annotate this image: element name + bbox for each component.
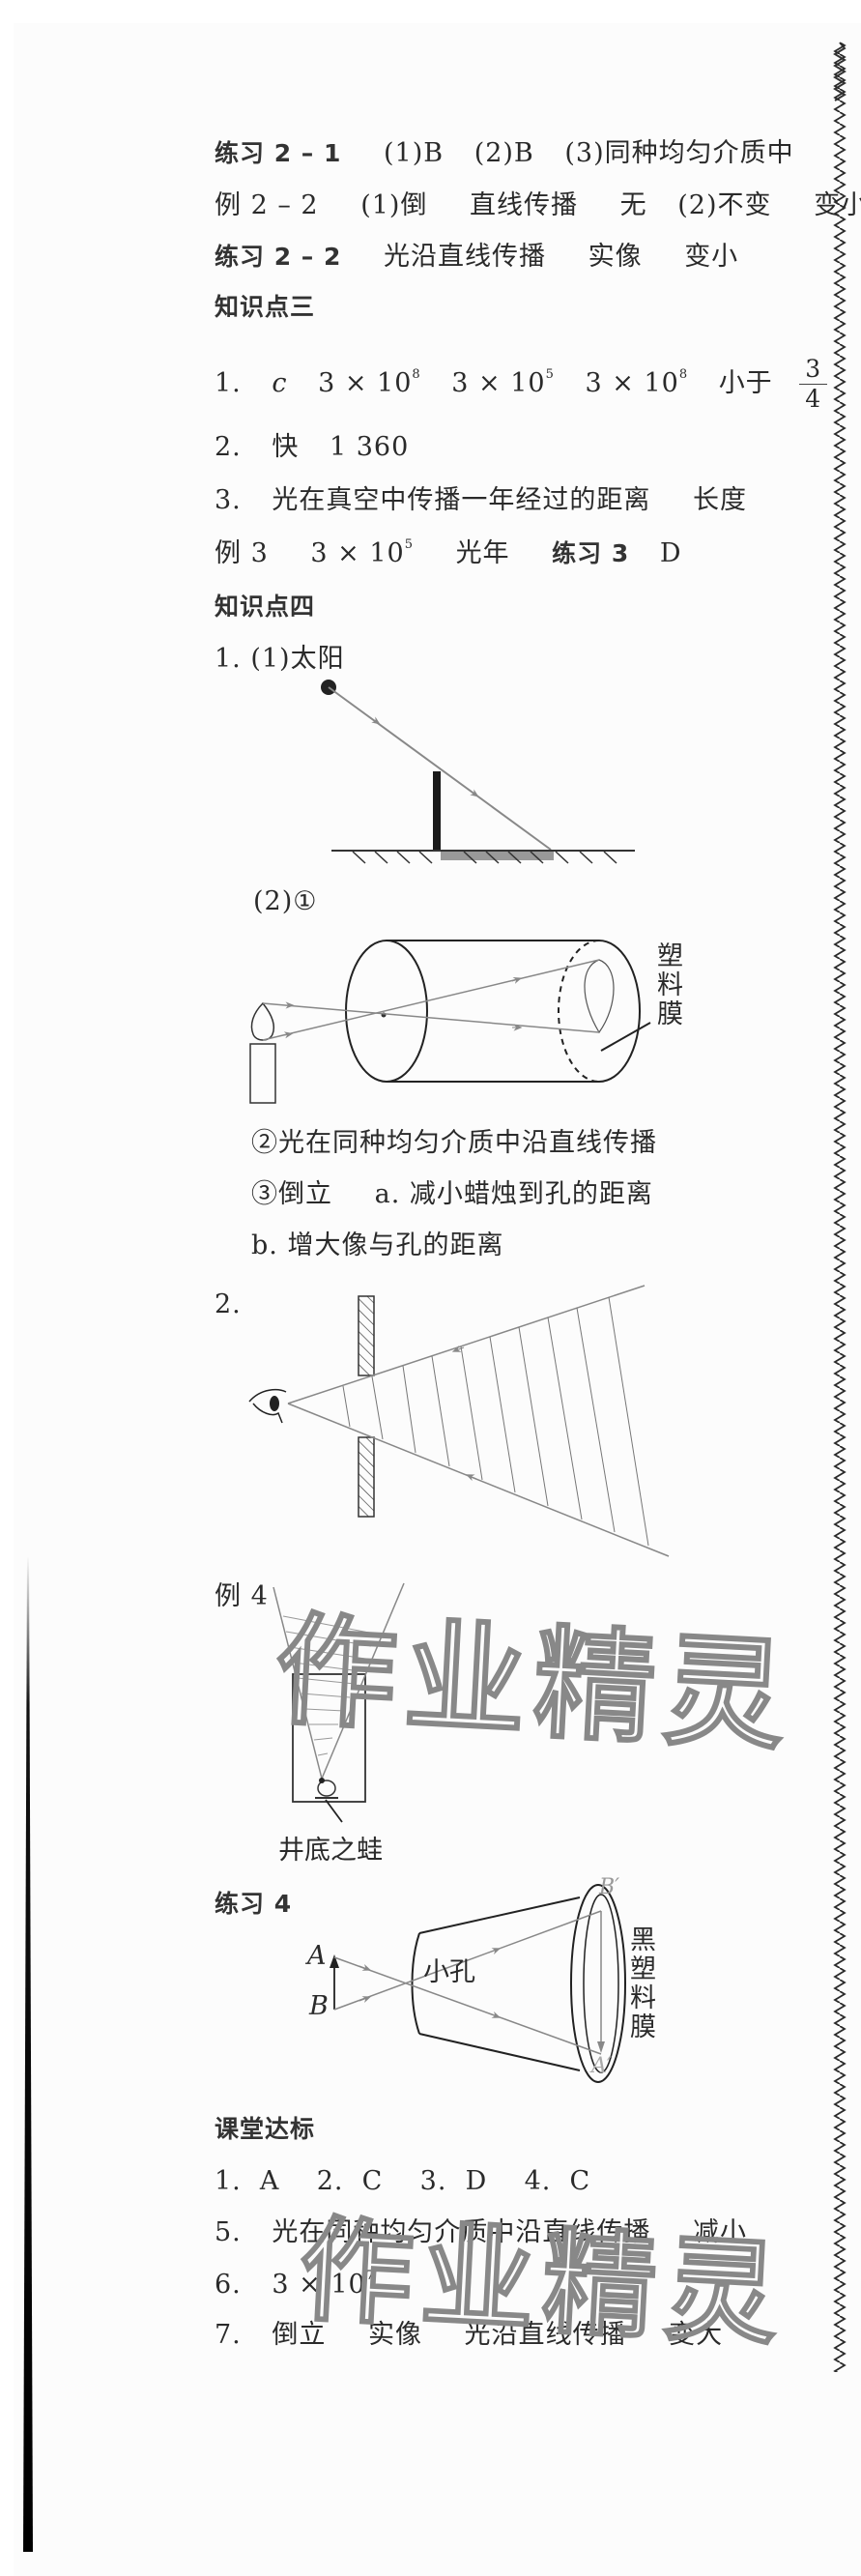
- kp4-item-1-2-label: (2)①: [253, 886, 318, 916]
- section-heading-kp3: 知识点三: [215, 293, 316, 321]
- watermark: 作业精灵: [295, 2202, 790, 2362]
- value: 3 × 10: [318, 368, 413, 398]
- answer-part: 1 360: [329, 432, 410, 462]
- answer-part: (1)B: [384, 138, 445, 168]
- answer-part: 光在真空中传播一年经过的距离: [272, 485, 651, 515]
- item-number: 3.: [215, 485, 242, 515]
- frog-label: 井底之蛙: [278, 1836, 383, 1866]
- kp3-item-2: 2. 快 1 360: [215, 428, 409, 467]
- answer-part: D: [659, 538, 682, 568]
- answer-part: 无: [619, 190, 647, 220]
- answer-part: 变小: [814, 190, 861, 220]
- answer-part: 变小: [684, 242, 739, 272]
- point-B-prime-label: B′: [599, 1875, 620, 1899]
- answer-part: (3)同种均匀介质中: [564, 138, 794, 168]
- pinhole-label: 小孔: [423, 1957, 475, 1987]
- unit: 光年: [455, 538, 510, 568]
- plastic-film-label: 塑 料 膜: [657, 941, 683, 1029]
- exponent: 5: [404, 537, 414, 552]
- classroom-item-1-4: 1. A 2. C 3. D 4. C: [215, 2166, 591, 2196]
- answer-text: 小于: [718, 368, 773, 398]
- value: 3 × 10: [310, 538, 405, 568]
- kp4-item-1-2-c: ③倒立 a. 减小蜡烛到孔的距离: [251, 1179, 653, 1209]
- value: 3 × 10: [451, 368, 546, 398]
- exponent: 5: [545, 367, 555, 382]
- point-B-label: B: [309, 1991, 329, 2021]
- exponent: 8: [412, 367, 421, 382]
- kp4-item-2-label: 2.: [215, 1289, 242, 1319]
- example-4-label: 例 4: [215, 1581, 269, 1611]
- perforation-edge: [833, 42, 847, 2372]
- answer-part: 长度: [692, 485, 747, 515]
- classroom-item-7: 7. 倒立 实像 光沿直线传播 变大: [215, 2320, 724, 2350]
- answer-part: 直线传播: [470, 190, 579, 220]
- classroom-item-5: 5. 光在同种均匀介质中沿直线传播 减小: [215, 2217, 747, 2247]
- answer-part: (2)不变: [677, 190, 772, 220]
- kp3-item-3: 3. 光在真空中传播一年经过的距离 长度: [215, 481, 747, 520]
- item-number: 1.: [215, 368, 242, 398]
- item-number: 2.: [215, 432, 242, 462]
- answer-part: 实像: [588, 242, 643, 272]
- example-label: 例 2 – 2: [215, 190, 319, 220]
- kp4-item-1-label: 1. (1)太阳: [215, 644, 345, 674]
- answer-part: (1)倒: [360, 190, 428, 220]
- point-A-prime-label: A′: [591, 2054, 612, 2078]
- exercise-2-2-row: 练习 2 – 2 光沿直线传播 实像 变小: [215, 238, 738, 276]
- point-A-label: A: [307, 1941, 327, 1971]
- value: 3 × 10: [585, 368, 679, 398]
- answer-part: 快: [272, 432, 300, 462]
- answer-part: (2)B: [474, 138, 534, 168]
- example-3-row: 例 3 3 × 105 光年 练习 3 D: [215, 535, 682, 573]
- example-2-2-row: 例 2 – 2 (1)倒 直线传播 无 (2)不变 变小: [215, 187, 861, 225]
- answer-part: 光沿直线传播: [384, 242, 546, 272]
- black-plastic-film-label: 黑 塑 料 膜: [630, 1925, 656, 2042]
- exercise-2-1-row: 练习 2 – 1 (1)B (2)B (3)同种均匀介质中: [215, 134, 794, 173]
- kp4-item-1-2-d: b. 增大像与孔的距离: [251, 1230, 504, 1260]
- binding-edge: [23, 1556, 33, 2552]
- kp3-item-1: 1. c 3 × 108 3 × 105 3 × 108 小于 34 23: [215, 355, 861, 414]
- classroom-item-6: 6. 3 × 107: [215, 2269, 375, 2300]
- section-heading-classroom: 课堂达标: [215, 2115, 316, 2143]
- section-heading-kp4: 知识点四: [215, 593, 316, 621]
- exercise-label: 练习 3: [552, 539, 630, 567]
- watermark: 作业精灵: [271, 1598, 797, 1769]
- exponent: 8: [678, 367, 689, 382]
- symbol-c: c: [272, 368, 288, 398]
- exercise-label: 练习 2 – 2: [215, 243, 342, 271]
- exercise-4-label: 练习 4: [215, 1890, 293, 1918]
- kp4-item-1-2-b: ②光在同种均匀介质中沿直线传播: [251, 1128, 657, 1158]
- example-label: 例 3: [215, 538, 269, 568]
- exercise-label: 练习 2 – 1: [215, 139, 342, 167]
